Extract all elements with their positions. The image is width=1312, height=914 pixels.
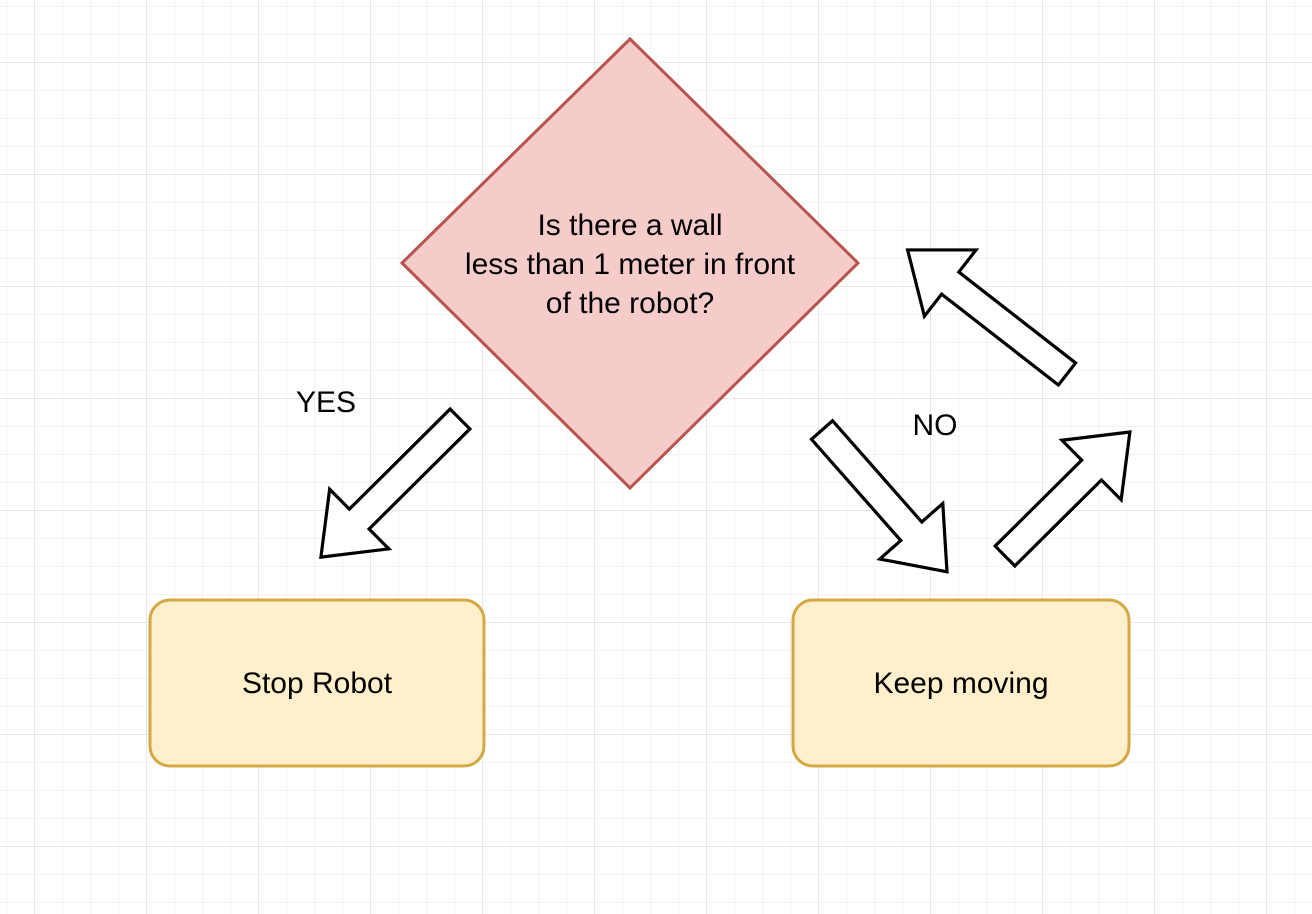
stop-robot-node[interactable]	[148, 598, 486, 768]
no-arrow-icon[interactable]	[790, 402, 978, 599]
loop-return-arrow-icon[interactable]	[882, 217, 1093, 407]
decision-question-line-1: Is there a wall	[537, 209, 723, 242]
keep-moving-node[interactable]	[791, 598, 1131, 768]
decision-question-line-3: of the robot?	[545, 287, 715, 320]
no-branch-label: NO	[912, 409, 958, 442]
decision-question: Is there a wall less than 1 meter in fro…	[420, 206, 840, 323]
loop-up-arrow-icon[interactable]	[975, 402, 1159, 586]
stop-robot-node-label: Stop Robot	[241, 666, 393, 700]
yes-branch-label: YES	[295, 386, 357, 419]
keep-moving-node-label: Keep moving	[873, 666, 1049, 700]
yes-arrow-icon[interactable]	[291, 389, 489, 587]
decision-question-line-2: less than 1 meter in front	[464, 248, 796, 281]
decision-diamond-shape[interactable]	[399, 36, 861, 491]
